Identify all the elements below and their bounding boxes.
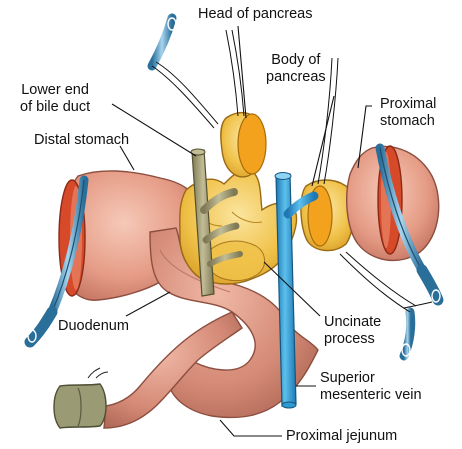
label-smv-line2: mesenteric vein xyxy=(320,387,422,404)
label-proximal-stomach-line2: stomach xyxy=(380,113,436,130)
upper-clamp-icon xyxy=(152,18,218,128)
label-lower-end-of-bile-duct: Lower end of bile duct xyxy=(20,82,90,116)
label-head-of-pancreas: Head of pancreas xyxy=(198,6,312,23)
label-uncinate-process: Uncinate process xyxy=(324,314,381,348)
suture-icon xyxy=(88,368,108,378)
label-body-of-pancreas: Body of pancreas xyxy=(266,52,326,86)
body-of-pancreas xyxy=(301,180,354,251)
label-proximal-jejunum: Proximal jejunum xyxy=(286,428,397,445)
label-bile-duct-line1: Lower end xyxy=(20,82,90,99)
label-proximal-stomach-line1: Proximal xyxy=(380,96,436,113)
pancreas-head-cut-surface xyxy=(238,114,266,174)
label-superior-mesenteric-vein: Superior mesenteric vein xyxy=(320,370,422,404)
label-distal-stomach: Distal stomach xyxy=(34,132,129,149)
label-body-of-pancreas-line1: Body of xyxy=(266,52,326,69)
label-duodenum: Duodenum xyxy=(58,318,129,335)
label-body-of-pancreas-line2: pancreas xyxy=(266,69,326,86)
label-uncinate-line1: Uncinate xyxy=(324,314,381,331)
label-smv-line1: Superior xyxy=(320,370,422,387)
label-bile-duct-line2: of bile duct xyxy=(20,99,90,116)
label-proximal-stomach: Proximal stomach xyxy=(380,96,436,130)
label-uncinate-line2: process xyxy=(324,331,381,348)
